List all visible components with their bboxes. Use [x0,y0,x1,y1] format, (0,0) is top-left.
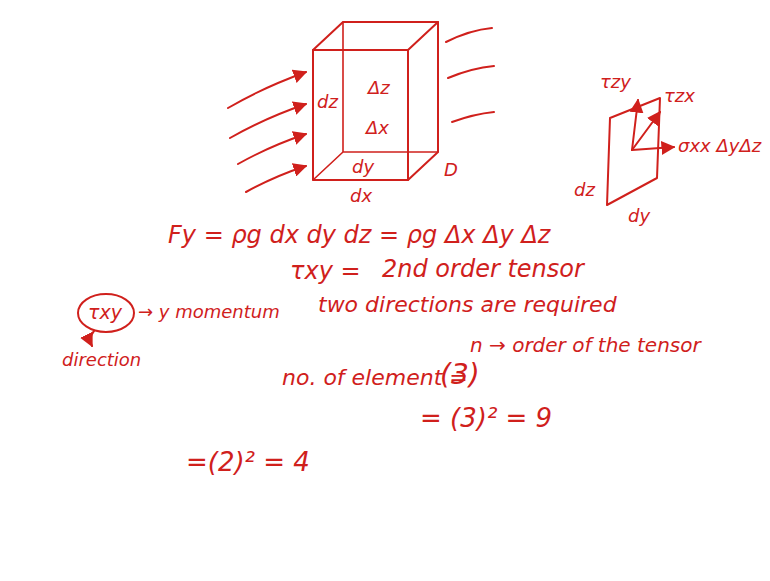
cube-front-face [313,50,408,180]
shear-arrow [632,112,660,150]
note-text: direction [62,350,141,370]
note-text: =(2)² = 4 [186,448,310,477]
flow-line [446,28,492,42]
note-text: (3) [440,360,480,391]
flow-lines-left [228,72,306,192]
note-text: → y momentum [138,302,280,322]
face-outline [607,98,660,205]
circle-mark [78,294,134,332]
note-text: dz [317,92,338,112]
note-text: no. of element = [282,366,468,390]
flow-lines-right [446,28,494,122]
flow-line [238,134,306,164]
note-text: τzy [600,72,631,92]
note-text: τzx [664,86,695,106]
note-text: Δz [368,78,390,98]
note-text: τxy [88,302,122,323]
pointer [90,331,94,346]
flow-line [246,166,306,192]
note-text: = (3)² = 9 [420,404,552,433]
flow-line [452,112,494,122]
note-text: dy [628,206,650,226]
cube-side [408,22,438,180]
note-text: Δx [366,118,389,138]
fluid-cube [313,22,438,180]
cube-hidden-edges [313,22,438,180]
flow-line [448,66,494,78]
note-text: τxy = [290,258,361,284]
flow-line [230,104,306,138]
note-text: dx [350,186,372,206]
note-text: dz [574,180,595,200]
flow-line [228,72,306,108]
normal-arrow [632,147,674,150]
cube-top [313,22,438,50]
note-text: σxx ΔyΔz [678,136,761,156]
note-text: dy [352,157,374,177]
note-text: two directions are required [318,293,617,317]
note-text: D [444,160,458,180]
stress-face [607,98,674,205]
note-text: Fy = ρg dx dy dz = ρg Δx Δy Δz [168,222,550,248]
note-text: 2nd order tensor [382,256,584,282]
note-text: n → order of the tensor [470,334,701,356]
index-annotation [78,294,134,346]
